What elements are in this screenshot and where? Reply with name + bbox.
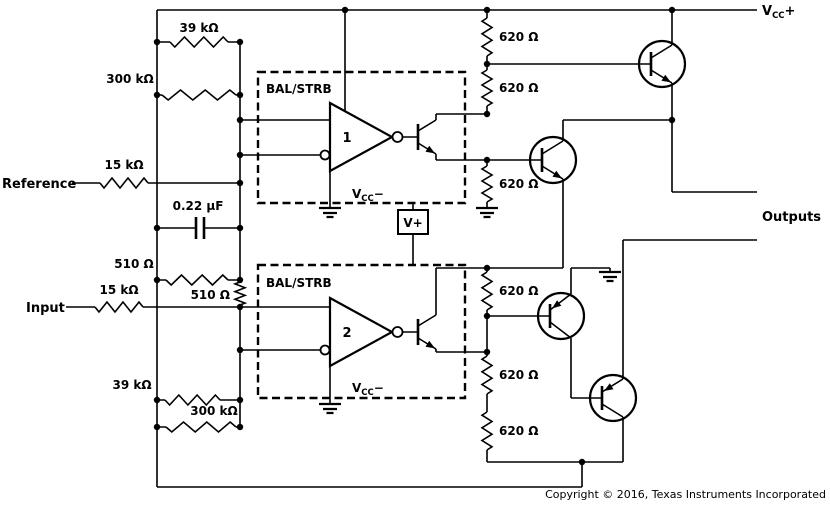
capacitor-value: 0.22 µF bbox=[173, 199, 224, 213]
comparator2-output-bubble bbox=[391, 326, 404, 338]
npn-arrow-mid bbox=[552, 170, 562, 179]
resistor-300k-top bbox=[161, 88, 237, 102]
npn-arrow-top bbox=[661, 74, 671, 83]
resistor-620-6-value: 620 Ω bbox=[499, 424, 538, 438]
resistor-15k-reference bbox=[99, 176, 149, 190]
comparator2-triangle bbox=[328, 296, 395, 368]
resistor-510-horizontal bbox=[165, 273, 229, 287]
resistor-39k-top bbox=[169, 35, 229, 49]
capacitor-plates-and-base-bars bbox=[194, 52, 653, 410]
resistor-510-horizontal-value: 510 Ω bbox=[114, 257, 153, 271]
resistor-620-1 bbox=[480, 17, 494, 57]
resistor-39k-top-value: 39 kΩ bbox=[179, 21, 218, 35]
resistor-510-vertical bbox=[232, 281, 248, 306]
transistor-top-circle bbox=[637, 39, 687, 89]
v-plus-box bbox=[397, 209, 429, 235]
comparator1-input-bubble bbox=[319, 149, 331, 161]
resistor-620-2-value: 620 Ω bbox=[499, 81, 538, 95]
resistor-620-4 bbox=[480, 271, 494, 311]
pnp-arrow-bottom1 bbox=[552, 300, 562, 309]
comparator1-number: 1 bbox=[342, 131, 351, 146]
resistor-39k-bottom-value: 39 kΩ bbox=[112, 378, 151, 392]
comparator1-output-bubble bbox=[391, 131, 404, 143]
comparator1-balstrb-label: BAL/STRB bbox=[266, 82, 332, 96]
v-plus-label: V+ bbox=[403, 216, 422, 230]
npn-arrow-t1 bbox=[425, 145, 435, 154]
resistor-15k-input-value: 15 kΩ bbox=[99, 283, 138, 297]
resistor-620-6 bbox=[480, 411, 494, 451]
resistor-620-5 bbox=[480, 355, 494, 395]
outputs-label: Outputs bbox=[762, 210, 821, 225]
comparator2-number: 2 bbox=[342, 326, 351, 341]
resistor-300k-bottom-value: 300 kΩ bbox=[190, 404, 237, 418]
comparator1-dashed-box bbox=[256, 70, 467, 205]
resistor-15k-input bbox=[94, 300, 144, 314]
resistor-620-3-value: 620 Ω bbox=[499, 177, 538, 191]
npn-arrow-t2 bbox=[425, 340, 435, 349]
copyright-text: Copyright © 2016, Texas Instruments Inco… bbox=[545, 488, 826, 501]
comparator1-vcc-minus-label: VCC− bbox=[352, 187, 384, 204]
transistor-bottom1-circle bbox=[536, 291, 586, 341]
comparator2-vcc-minus-label: VCC− bbox=[352, 381, 384, 398]
resistor-620-3 bbox=[480, 165, 494, 203]
resistor-15k-reference-value: 15 kΩ bbox=[104, 158, 143, 172]
pnp-arrow-bottom2 bbox=[604, 383, 614, 391]
vcc-plus-label: VCC+ bbox=[762, 4, 795, 21]
transistor-mid-circle bbox=[528, 135, 578, 185]
comparator1-triangle bbox=[328, 101, 395, 173]
comparator2-input-bubble bbox=[319, 344, 331, 356]
comparator2-dashed-box bbox=[256, 263, 467, 400]
reference-label: Reference bbox=[2, 177, 76, 192]
resistor-300k-bottom bbox=[165, 420, 237, 434]
junction-dots bbox=[153, 6, 676, 466]
resistor-620-4-value: 620 Ω bbox=[499, 284, 538, 298]
resistor-620-2 bbox=[480, 69, 494, 107]
resistor-510-vertical-value: 510 Ω bbox=[191, 288, 230, 302]
transistor-bottom2-circle bbox=[588, 373, 638, 423]
resistor-300k-top-value: 300 kΩ bbox=[106, 72, 153, 86]
comparator2-balstrb-label: BAL/STRB bbox=[266, 276, 332, 290]
input-label: Input bbox=[26, 301, 65, 316]
ground-symbols bbox=[319, 206, 621, 415]
resistor-39k-bottom bbox=[164, 393, 221, 407]
resistor-620-5-value: 620 Ω bbox=[499, 368, 538, 382]
circuit-wires bbox=[66, 9, 757, 488]
resistor-620-1-value: 620 Ω bbox=[499, 30, 538, 44]
